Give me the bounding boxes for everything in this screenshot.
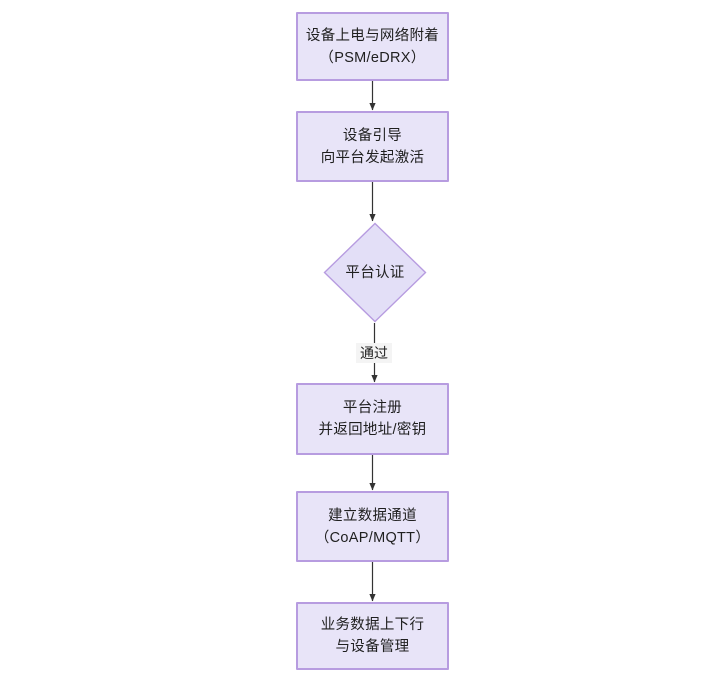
node-business-data-label: 业务数据上下行 与设备管理: [320, 617, 425, 655]
node-platform-auth-label: 平台认证: [345, 264, 405, 281]
node-platform-register[interactable]: 平台注册 并返回地址/密钥: [296, 383, 449, 455]
node-device-bootstrap[interactable]: 设备引导 向平台发起激活: [296, 111, 449, 182]
diamond-shape: [323, 222, 427, 323]
node-business-data[interactable]: 业务数据上下行 与设备管理: [296, 602, 449, 670]
node-platform-register-label: 平台注册 并返回地址/密钥: [318, 400, 427, 438]
edge-label-pass: 通过: [356, 343, 392, 363]
node-device-bootstrap-label: 设备引导 向平台发起激活: [320, 127, 425, 166]
edge-label-pass-text: 通过: [360, 345, 388, 361]
node-platform-auth[interactable]: 平台认证: [323, 222, 427, 323]
node-device-power-on[interactable]: 设备上电与网络附着 （PSM/eDRX）: [296, 12, 449, 81]
node-data-channel[interactable]: 建立数据通道 （CoAP/MQTT）: [296, 491, 449, 562]
node-data-channel-label: 建立数据通道 （CoAP/MQTT）: [314, 507, 431, 546]
node-device-power-on-label: 设备上电与网络附着 （PSM/eDRX）: [305, 27, 440, 66]
